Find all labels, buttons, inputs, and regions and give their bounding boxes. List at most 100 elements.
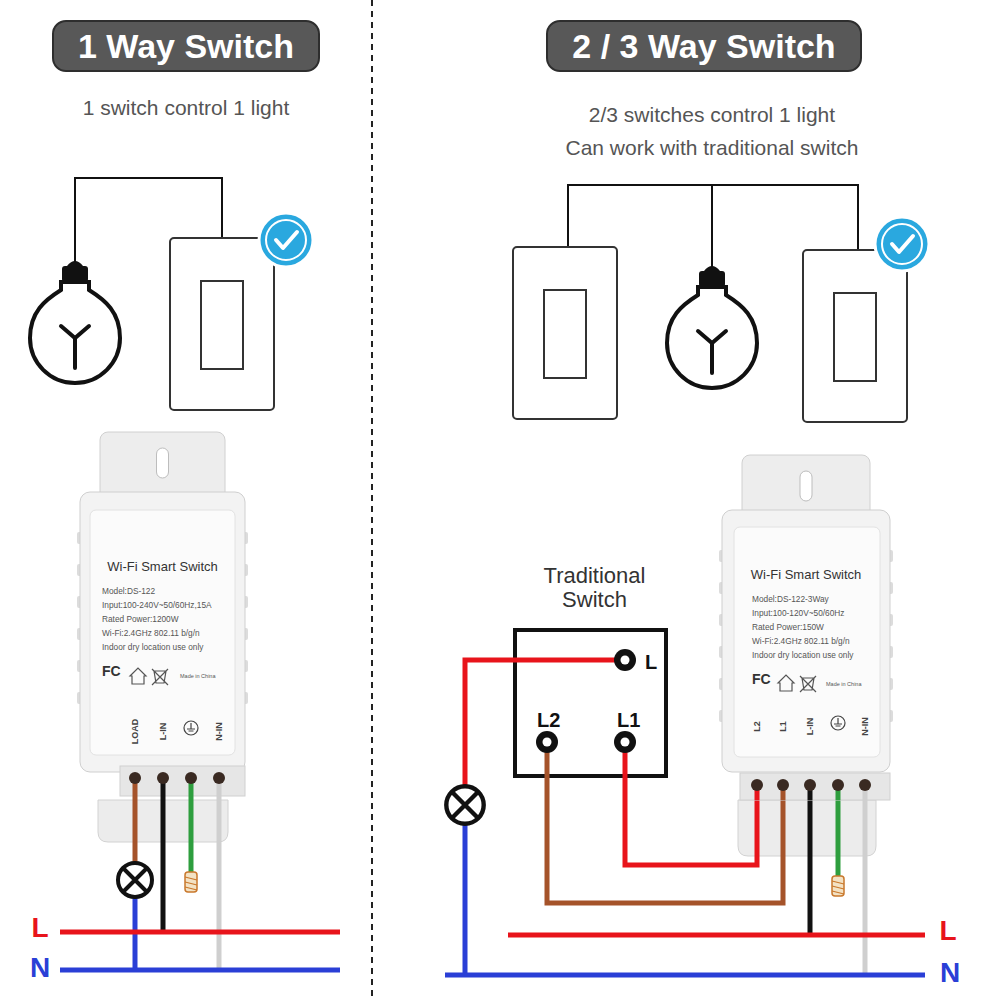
module-housing (751, 779, 763, 791)
one-way-illustration (30, 178, 313, 410)
three-way-illustration (667, 266, 757, 388)
terminal-label: L2 (537, 709, 560, 731)
module-housing (800, 676, 816, 692)
terminal-label: L1 (779, 697, 788, 757)
switch-terminal (614, 649, 636, 671)
caption-text: Can work with traditional switch (564, 136, 861, 159)
module-housing (184, 721, 198, 735)
module-housing (734, 527, 880, 757)
lamp-symbol (446, 786, 483, 823)
terminal-label: N-IN (861, 697, 870, 757)
module-housing (722, 510, 890, 772)
module-housing (187, 723, 195, 731)
neutral-label: N (28, 953, 52, 984)
module-housing (777, 779, 789, 791)
switch-terminal (513, 658, 625, 663)
one-way-wiring (217, 800, 222, 970)
three-way-wiring (463, 825, 468, 975)
traditional-switch: Traditional SwitchLL2L1 (513, 628, 668, 778)
terminal-label: L1 (617, 709, 640, 731)
module-housing (185, 772, 197, 784)
one-way-illustration (30, 261, 120, 383)
module-housing (831, 716, 845, 730)
wire-nut (185, 872, 197, 892)
module-housing (800, 471, 812, 501)
wire-nut (832, 876, 844, 896)
terminal-label: N-IN (215, 702, 224, 762)
three-way-illustration (875, 217, 929, 271)
three-way-wiring (863, 800, 868, 975)
three-way-wiring (465, 660, 513, 785)
spec-text: Model:DS-122-3Way (752, 595, 829, 604)
one-way-wiring (161, 800, 166, 932)
terminal-label: L-IN (806, 697, 815, 757)
panel-divider (371, 0, 373, 1000)
three-way-illustration (513, 185, 929, 422)
product-name: Wi-Fi Smart Switch (80, 560, 245, 574)
three-way-wiring (836, 800, 841, 876)
three-way-wiring (445, 973, 925, 978)
switch-terminal (614, 731, 636, 753)
line-label: L (937, 916, 958, 947)
one-way-wiring (60, 930, 340, 935)
terminal-label: LOAD (131, 702, 140, 762)
switch-terminals (513, 628, 668, 778)
terminal-label: L-IN (159, 702, 168, 762)
lamp-symbol (118, 863, 152, 897)
module-housing (804, 779, 816, 791)
module-housing (80, 492, 245, 772)
spec-text: Wi-Fi:2.4GHz 802.11 b/g/n (102, 629, 200, 638)
spec-text: Rated Power:1200W (102, 615, 179, 624)
terminal-label: L2 (753, 697, 762, 757)
module-housing (778, 675, 794, 691)
module-housing (213, 772, 225, 784)
one-way-wiring (60, 800, 340, 970)
title-badge: 2 / 3 Way Switch (546, 20, 861, 72)
one-way-wiring (60, 968, 340, 973)
three-way-wiring (508, 933, 925, 938)
wire-connector (625, 778, 757, 865)
smart-switch-module: Wi-Fi Smart SwitchModel:DS-122-3WayInput… (722, 455, 890, 800)
module-housing (157, 448, 169, 478)
three-way-illustration (803, 250, 907, 422)
module-housing (859, 779, 871, 791)
one-way-wiring (133, 800, 138, 863)
spec-text: Input:100-240V~50/60Hz,15A (102, 601, 212, 610)
one-way-wiring (189, 800, 194, 872)
terminal-label: L (645, 651, 657, 673)
cert-mark: FC (752, 672, 771, 687)
switch-terminal (621, 738, 630, 747)
line-label: L (29, 913, 50, 944)
module-housing (834, 718, 842, 726)
module-housing (120, 766, 245, 796)
one-way-illustration (259, 213, 313, 267)
three-way-illustration (513, 247, 617, 419)
spec-text: Indoor dry location use only (102, 643, 203, 652)
one-way-illustration (170, 238, 274, 410)
switch-heading: Traditional Switch (527, 564, 662, 612)
smart-switch-module: Wi-Fi Smart SwitchModel:DS-122Input:100-… (80, 432, 245, 800)
switch-terminal (543, 738, 552, 747)
product-name: Wi-Fi Smart Switch (722, 568, 890, 582)
module-housing (152, 669, 168, 685)
module-housing (740, 773, 890, 800)
module-housing (90, 510, 235, 755)
switch-terminal (621, 656, 630, 665)
origin-text: Made in China (180, 673, 215, 679)
spec-text: Model:DS-122 (102, 587, 155, 596)
module-housing (129, 772, 141, 784)
title-badge: 1 Way Switch (52, 20, 320, 72)
spec-text: Input:100-120V~50/60Hz (752, 609, 845, 618)
module-housing (157, 772, 169, 784)
spec-text: Rated Power:150W (752, 623, 824, 632)
spec-text: Indoor dry location use only (752, 651, 853, 660)
module-housing (130, 668, 146, 684)
badge-title: 1 Way Switch (78, 29, 294, 63)
switch-terminal (536, 731, 558, 753)
spec-text: Wi-Fi:2.4GHz 802.11 b/g/n (752, 637, 850, 646)
neutral-label: N (938, 958, 962, 989)
module-housing (832, 779, 844, 791)
badge-title: 2 / 3 Way Switch (572, 29, 835, 63)
origin-text: Made in China (826, 681, 861, 687)
